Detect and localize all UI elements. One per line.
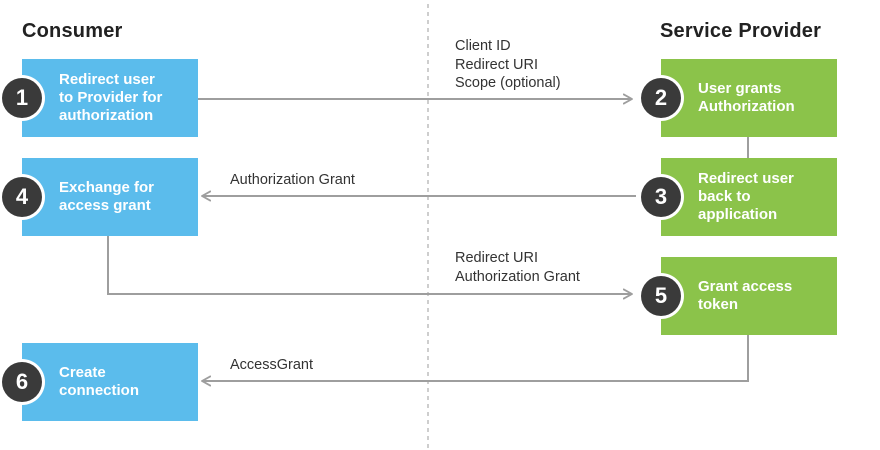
service-provider-heading: Service Provider <box>660 20 822 42</box>
step-4-badge: 4 <box>2 177 42 217</box>
step-2-box: User grants Authorization <box>661 59 837 137</box>
step-6-box: Create connection <box>22 343 198 421</box>
step-1-box: Redirect user to Provider for authorizat… <box>22 59 198 137</box>
step-2-badge: 2 <box>641 78 681 118</box>
step-5-badge: 5 <box>641 276 681 316</box>
consumer-heading: Consumer <box>22 20 123 42</box>
arrow-label-access-grant: AccessGrant <box>230 357 313 373</box>
step-1-text: Redirect user to Provider for authorizat… <box>59 71 163 124</box>
step-2-text: User grants Authorization <box>698 80 795 115</box>
arrow-label-client-id-redirect-scope: Client ID Redirect URI Scope (optional) <box>455 38 561 91</box>
step-4-box: Exchange for access grant <box>22 158 198 236</box>
step-3-badge: 3 <box>641 177 681 217</box>
step-1-badge: 1 <box>2 78 42 118</box>
step-4-text: Exchange for access grant <box>59 179 155 214</box>
step-6-badge: 6 <box>2 362 42 402</box>
step-6-text: Create connection <box>59 364 140 399</box>
step-5-box: Grant access token <box>661 257 837 335</box>
arrow-step5-to-step6 <box>201 334 749 387</box>
step-5-text: Grant access token <box>698 278 793 313</box>
step-3-text: Redirect user back to application <box>698 170 794 223</box>
arrow-label-authorization-grant: Authorization Grant <box>230 172 355 188</box>
arrow-step4-to-step5 <box>107 236 633 300</box>
arrow-label-redirect-uri-authorization-grant: Redirect URI Authorization Grant <box>455 250 580 285</box>
step-3-box: Redirect user back to application <box>661 158 837 236</box>
